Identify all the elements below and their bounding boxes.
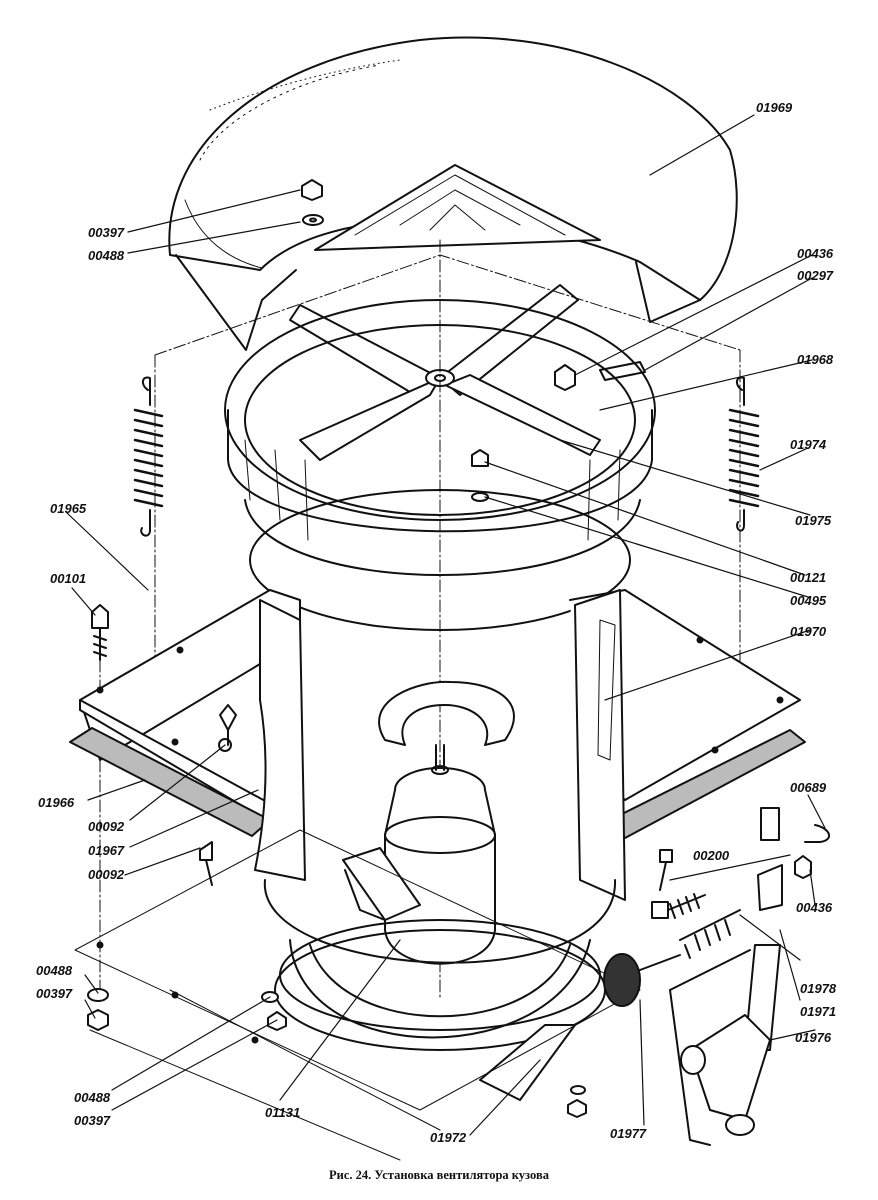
label-00297: 00297 bbox=[797, 268, 834, 283]
label-00200: 00200 bbox=[693, 848, 730, 863]
label-01971: 01971 bbox=[800, 1004, 836, 1019]
gasket-drawing bbox=[69, 727, 806, 839]
label-01967: 01967 bbox=[88, 843, 125, 858]
label-01972: 01972 bbox=[430, 1130, 467, 1145]
label-01970: 01970 bbox=[790, 624, 827, 639]
nuts-top-drawing bbox=[301, 179, 324, 226]
label-01965: 01965 bbox=[50, 501, 87, 516]
label-01977: 01977 bbox=[610, 1126, 647, 1141]
base-plate-drawing bbox=[74, 829, 641, 1161]
fan-blades-drawing bbox=[289, 284, 601, 461]
label-00397-bottom: 00397 bbox=[74, 1113, 111, 1128]
lower-housing-drawing bbox=[263, 879, 617, 1101]
label-00121: 00121 bbox=[790, 570, 826, 585]
label-00092-a: 00092 bbox=[88, 819, 125, 834]
spring-left-drawing bbox=[133, 376, 164, 537]
label-00397-bottom-left: 00397 bbox=[36, 986, 73, 1001]
bolt-00101-drawing bbox=[91, 604, 109, 661]
label-00436-right: 00436 bbox=[796, 900, 833, 915]
label-00488-top: 00488 bbox=[88, 248, 125, 263]
label-00092-b: 00092 bbox=[88, 867, 125, 882]
figure-caption: Рис. 24. Установка вентилятора кузова bbox=[329, 1168, 549, 1182]
label-00488-bottom-left: 00488 bbox=[36, 963, 73, 978]
label-00689: 00689 bbox=[790, 780, 827, 795]
label-01969: 01969 bbox=[756, 100, 793, 115]
label-00495: 00495 bbox=[790, 593, 827, 608]
label-01966: 01966 bbox=[38, 795, 75, 810]
label-00101: 00101 bbox=[50, 571, 86, 586]
label-01968: 01968 bbox=[797, 352, 834, 367]
label-01975: 01975 bbox=[795, 513, 832, 528]
nuts-bottom-left-drawing bbox=[87, 988, 587, 1118]
label-01976: 01976 bbox=[795, 1030, 832, 1045]
label-01974: 01974 bbox=[790, 437, 827, 452]
roof-cap-drawing bbox=[168, 36, 738, 351]
leader-lines bbox=[65, 114, 826, 1136]
label-00397-top: 00397 bbox=[88, 225, 125, 240]
spring-right-drawing bbox=[728, 376, 760, 532]
screw-00200-drawing bbox=[651, 849, 706, 919]
bolt-00121-drawing bbox=[471, 449, 489, 502]
brackets-drawing bbox=[254, 589, 626, 901]
mount-ring-drawing bbox=[378, 680, 515, 746]
screw-00092-drawing bbox=[199, 704, 237, 886]
label-00488-bottom: 00488 bbox=[74, 1090, 111, 1105]
label-01978: 01978 bbox=[800, 981, 837, 996]
control-valve-drawing bbox=[603, 807, 830, 1146]
label-01131: 01131 bbox=[265, 1105, 300, 1120]
label-00436-top: 00436 bbox=[797, 246, 834, 261]
part-labels: 01969 00397 00488 00436 00297 01968 0197… bbox=[36, 100, 837, 1145]
